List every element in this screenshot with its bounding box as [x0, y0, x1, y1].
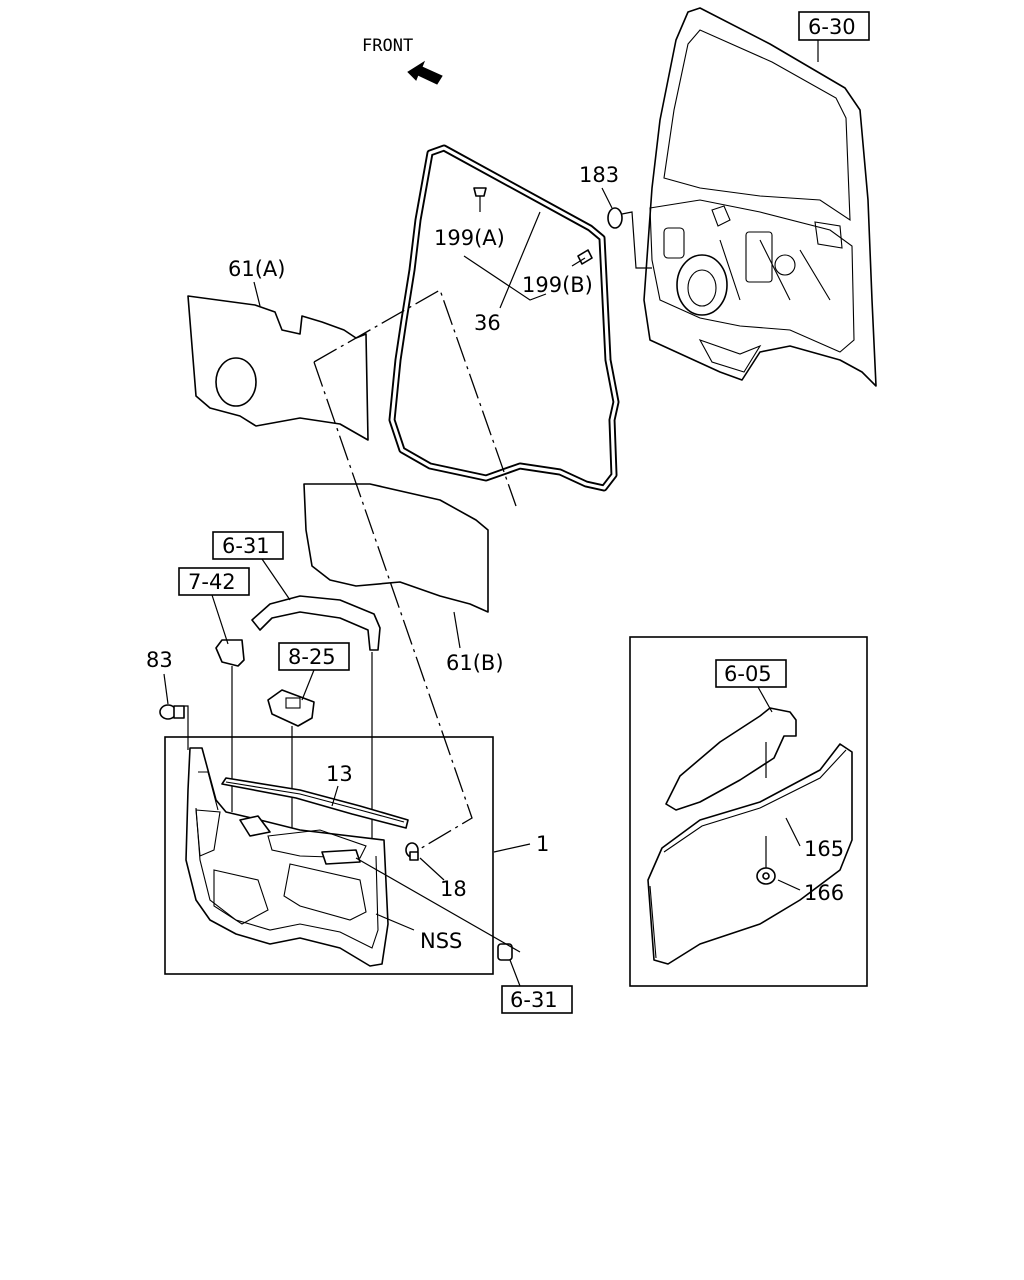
door-speaker-opening	[676, 254, 728, 316]
label-61b: 61(B)	[446, 651, 504, 675]
door-trim-panel	[185, 747, 389, 967]
door-inner-panel	[649, 199, 855, 353]
callout-6-30: 6-30	[798, 11, 870, 41]
label-199a: 199(A)	[434, 226, 505, 250]
clip-199a-icon	[473, 187, 487, 212]
svg-text:6-05: 6-05	[724, 662, 772, 686]
sealing-sheet-61a-hole	[215, 357, 257, 407]
label-165: 165	[804, 837, 844, 861]
label-18: 18	[440, 877, 467, 901]
step-garnish-upper	[665, 707, 797, 811]
label-36: 36	[474, 311, 501, 335]
clip-18-icon	[405, 842, 419, 861]
label-nss: NSS	[420, 929, 462, 953]
assist-grip	[251, 595, 381, 651]
front-label: FRONT	[362, 36, 413, 56]
label-83: 83	[146, 648, 173, 672]
step-garnish-assembly	[647, 707, 853, 965]
label-166: 166	[804, 881, 844, 905]
front-direction-indicator: FRONT	[362, 36, 443, 85]
svg-text:7-42: 7-42	[188, 570, 236, 594]
svg-text:6-30: 6-30	[808, 15, 856, 39]
label-1: 1	[536, 832, 549, 856]
component-7-42	[215, 639, 245, 667]
callout-8-25: 8-25	[278, 642, 350, 671]
svg-text:6-31: 6-31	[510, 988, 558, 1012]
label-199b: 199(B)	[522, 273, 593, 297]
label-13: 13	[326, 762, 353, 786]
door-weatherstrip-seal	[388, 144, 620, 492]
callout-6-31-bottom: 6-31	[501, 985, 573, 1014]
label-183: 183	[579, 163, 619, 187]
window-sill-moulding	[221, 777, 409, 829]
screw-83-icon	[159, 704, 189, 750]
label-61a: 61(A)	[228, 257, 285, 281]
callout-7-42: 7-42	[178, 567, 250, 596]
sealing-sheet-61a	[187, 295, 369, 441]
svg-text:6-31: 6-31	[222, 534, 270, 558]
front-arrow-icon	[407, 60, 443, 85]
door-handle-mount	[774, 254, 796, 276]
svg-text:8-25: 8-25	[288, 645, 336, 669]
callout-6-05: 6-05	[715, 659, 787, 688]
phantom-installation-outline	[313, 289, 517, 857]
part-183-plug	[607, 207, 652, 269]
inset-detail-frame	[629, 636, 868, 987]
clip-199b-icon	[571, 249, 593, 267]
step-garnish-165	[647, 743, 853, 965]
door-window-opening	[663, 29, 851, 222]
callout-6-31-top: 6-31	[212, 531, 284, 560]
door-outer-frame	[643, 7, 877, 387]
screw-166-icon	[756, 836, 776, 885]
door-panel-assembly	[643, 7, 877, 387]
door-trim-group-frame	[164, 736, 494, 975]
sealing-sheet-61b	[303, 483, 489, 613]
